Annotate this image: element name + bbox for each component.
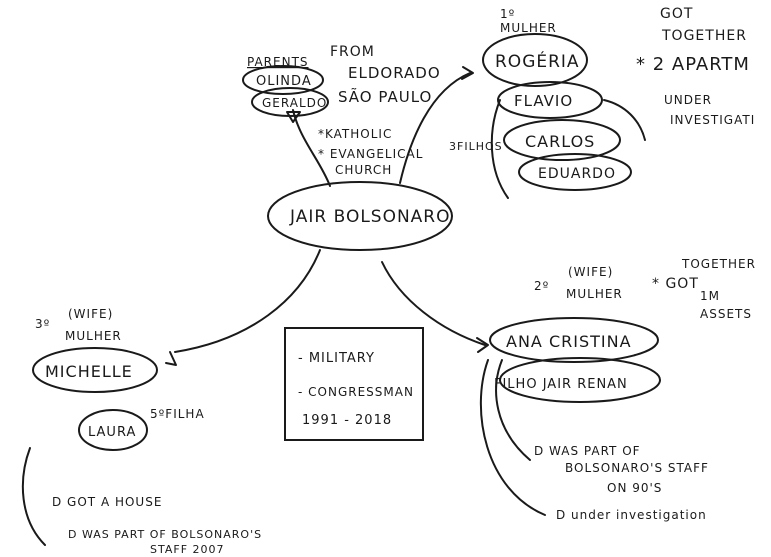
career-years: 1991 - 2018 <box>302 413 392 428</box>
parents-note-eldorado: ELDORADO <box>348 64 441 82</box>
parent-oval-geraldo <box>251 87 329 117</box>
arrow-head-second-wife <box>476 337 489 353</box>
third-wife-note-2: D WAS PART OF BOLSONARO'S <box>68 528 262 541</box>
third-wife-oval <box>32 347 158 393</box>
career-congressman: - CONGRESSMAN <box>298 385 414 399</box>
arrow-head-third-wife <box>165 351 177 366</box>
third-wife-note-1: D GOT A HOUSE <box>52 495 162 509</box>
parents-note-church: CHURCH <box>335 163 392 177</box>
third-wife-label: (WIFE) <box>68 307 113 321</box>
child-oval-carlos <box>503 119 621 161</box>
third-wife-child-note: 5ºFILHA <box>150 407 205 421</box>
parent-oval-olinda <box>242 65 324 95</box>
third-wife-child-name: LAURA <box>88 425 136 440</box>
child-name-eduardo: EDUARDO <box>538 166 616 182</box>
third-wife-child-oval <box>78 409 148 451</box>
arrow-head-first-wife <box>461 66 474 80</box>
second-wife-note-3: ON 90'S <box>607 481 662 495</box>
first-wife-note-apartments: * 2 APARTM <box>636 54 750 75</box>
children-note-under: UNDER <box>664 93 712 107</box>
third-wife-label2: MULHER <box>65 329 122 343</box>
center-node-outline <box>267 181 453 251</box>
second-wife-note-got: * GOT <box>652 276 699 292</box>
first-wife-label: MULHER <box>500 21 557 35</box>
children-bracket <box>490 99 509 199</box>
second-wife-bracket-inner <box>495 359 531 461</box>
second-wife-bracket-outer <box>479 359 546 516</box>
connector-to-second-wife <box>381 261 486 346</box>
first-wife-order: 1º <box>500 7 515 21</box>
second-wife-note-4: D under investigation <box>556 508 707 522</box>
parent-name-olinda: OLINDA <box>256 74 312 89</box>
parent-name-geraldo: GERALDO <box>262 96 327 110</box>
first-wife-note-together: TOGETHER <box>661 28 747 44</box>
career-box <box>284 327 424 441</box>
second-wife-note-1: D WAS PART OF <box>534 444 641 458</box>
connector-to-third-wife <box>174 249 321 353</box>
third-wife-bracket <box>21 447 46 546</box>
second-wife-child-name: FILHO JAIR RENAN <box>494 377 628 392</box>
second-wife-note-2: BOLSONARO'S STAFF <box>565 461 709 475</box>
career-military: - MILITARY <box>298 351 375 366</box>
child-name-flavio: FLAVIO <box>514 92 573 110</box>
investigation-link <box>603 99 646 141</box>
second-wife-label2: MULHER <box>566 287 623 301</box>
parents-note-evangelical: * EVANGELICAL <box>318 147 423 161</box>
second-wife-name: ANA CRISTINA <box>506 332 632 351</box>
child-name-carlos: CARLOS <box>525 132 595 151</box>
parents-note-from: FROM <box>330 44 375 60</box>
first-wife-note-got: GOT <box>660 6 693 22</box>
children-note-investigation: INVESTIGATI <box>670 113 755 127</box>
first-wife-oval <box>482 33 588 87</box>
second-wife-label: (WIFE) <box>568 265 613 279</box>
children-count-label: 3FILHOS <box>449 140 503 153</box>
connector-to-first-wife <box>399 72 471 184</box>
parents-note-catholic: *KATHOLIC <box>318 127 392 141</box>
first-wife-name: ROGÉRIA <box>495 50 580 72</box>
child-oval-eduardo <box>518 153 632 191</box>
third-wife-note-3: STAFF 2007 <box>150 543 225 556</box>
second-wife-order: 2º <box>534 279 549 293</box>
second-wife-child-oval <box>499 357 661 403</box>
second-wife-note-together: TOGETHER <box>681 257 756 271</box>
second-wife-oval <box>489 317 659 363</box>
child-oval-flavio <box>497 81 603 119</box>
third-wife-order: 3º <box>35 317 50 331</box>
third-wife-name: MICHELLE <box>45 362 133 381</box>
center-node-label: JAIR BOLSONARO <box>289 207 451 227</box>
second-wife-note-amount: 1M <box>700 289 720 303</box>
second-wife-note-assets: ASSETS <box>700 307 752 321</box>
parents-note-sao-paulo: SÃO PAULO <box>338 87 432 106</box>
